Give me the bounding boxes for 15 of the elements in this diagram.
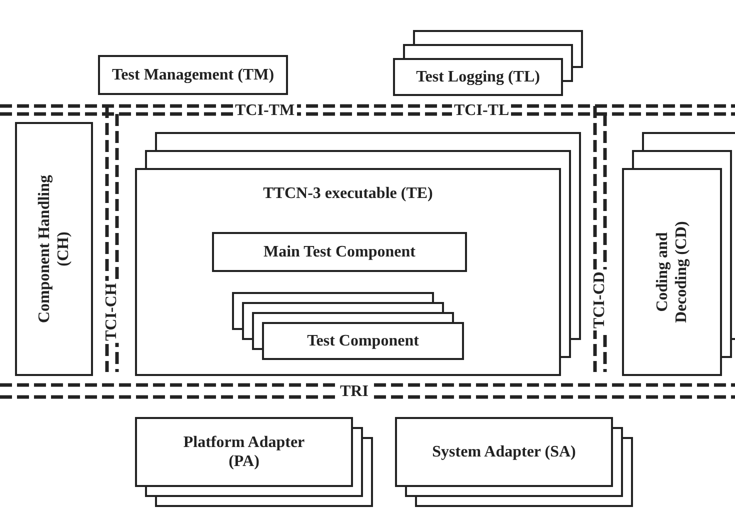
component-label: Main Test Component bbox=[262, 242, 417, 262]
component-box bbox=[15, 122, 93, 376]
interface-label: TCI-CD bbox=[591, 270, 609, 330]
component-box bbox=[98, 55, 288, 95]
interface-label: TRI bbox=[338, 383, 370, 401]
component-label: Coding and Decoding (CD) bbox=[652, 220, 691, 325]
component-box bbox=[212, 232, 467, 272]
component-label: TTCN-3 executable (TE) bbox=[262, 184, 434, 204]
interface-label: TCI-CH bbox=[103, 281, 121, 343]
component-label: Test Management (TM) bbox=[110, 65, 276, 85]
component-label: Test Logging (TL) bbox=[415, 67, 541, 87]
component-label: Component Handling (CH) bbox=[34, 174, 73, 326]
component-label: Test Component bbox=[306, 331, 420, 351]
component-label: Platform Adapter (PA) bbox=[182, 432, 306, 472]
component-label: System Adapter (SA) bbox=[431, 442, 577, 462]
